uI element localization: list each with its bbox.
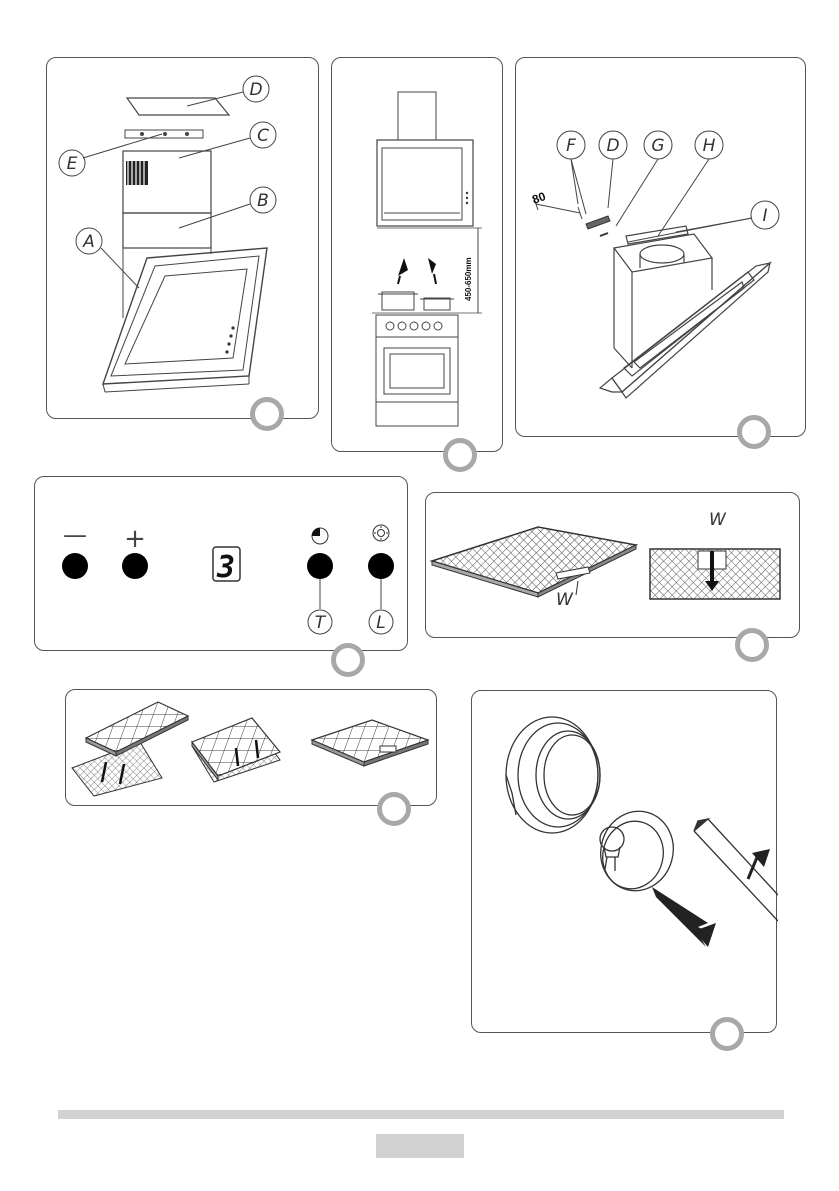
label-d: D (249, 80, 262, 100)
timer-button[interactable] (307, 553, 333, 579)
carbon-filter-drawing (66, 690, 438, 807)
panel-installation-height: 450-650mm (331, 57, 503, 452)
panel-wall-mounting: 80 F D G H I (515, 57, 806, 437)
light-icon (373, 525, 389, 541)
page-number-box (376, 1134, 464, 1158)
hood-assembly-drawing: D E C B A (47, 58, 320, 420)
step-badge (377, 792, 411, 826)
label-d: D (606, 136, 619, 156)
step-badge (735, 628, 769, 662)
plus-icon: + (124, 524, 146, 554)
panel-grease-filter: W W (425, 492, 800, 638)
label-w-bottom: W (556, 590, 574, 610)
speed-display-value: 3 (216, 550, 235, 585)
light-button[interactable] (368, 553, 394, 579)
height-dimension: 450-650mm (464, 257, 473, 301)
step-badge (250, 397, 284, 431)
label-c: C (257, 126, 269, 146)
step-badge (331, 643, 365, 677)
label-h: H (703, 136, 716, 156)
step-badge (737, 415, 771, 449)
label-e: E (67, 154, 78, 174)
label-b: B (257, 191, 269, 211)
panel-lamp-replacement (471, 690, 777, 1033)
panel-control-panel: — + 3 T L (34, 476, 408, 651)
minus-button[interactable] (62, 553, 88, 579)
label-f: F (566, 136, 576, 156)
label-g: G (651, 136, 664, 156)
distance-80: 80 (530, 189, 548, 207)
label-t: T (315, 613, 327, 633)
footer-bar (58, 1110, 784, 1119)
minus-icon: — (63, 521, 87, 549)
installation-height-drawing: 450-650mm (332, 58, 504, 453)
step-badge (443, 438, 477, 472)
label-a: A (82, 232, 95, 252)
step-badge (710, 1017, 744, 1051)
label-i: I (762, 206, 767, 226)
label-w-top: W (709, 510, 727, 530)
control-panel-drawing: — + 3 T L (35, 477, 409, 652)
panel-hood-assembly: D E C B A (46, 57, 319, 419)
timer-icon (312, 528, 328, 544)
wall-mounting-drawing: 80 F D G H I (516, 58, 807, 438)
grease-filter-drawing: W W (426, 493, 801, 639)
plus-button[interactable] (122, 553, 148, 579)
lamp-replacement-drawing (472, 691, 778, 1034)
label-l: L (376, 613, 385, 633)
panel-carbon-filter (65, 689, 437, 806)
